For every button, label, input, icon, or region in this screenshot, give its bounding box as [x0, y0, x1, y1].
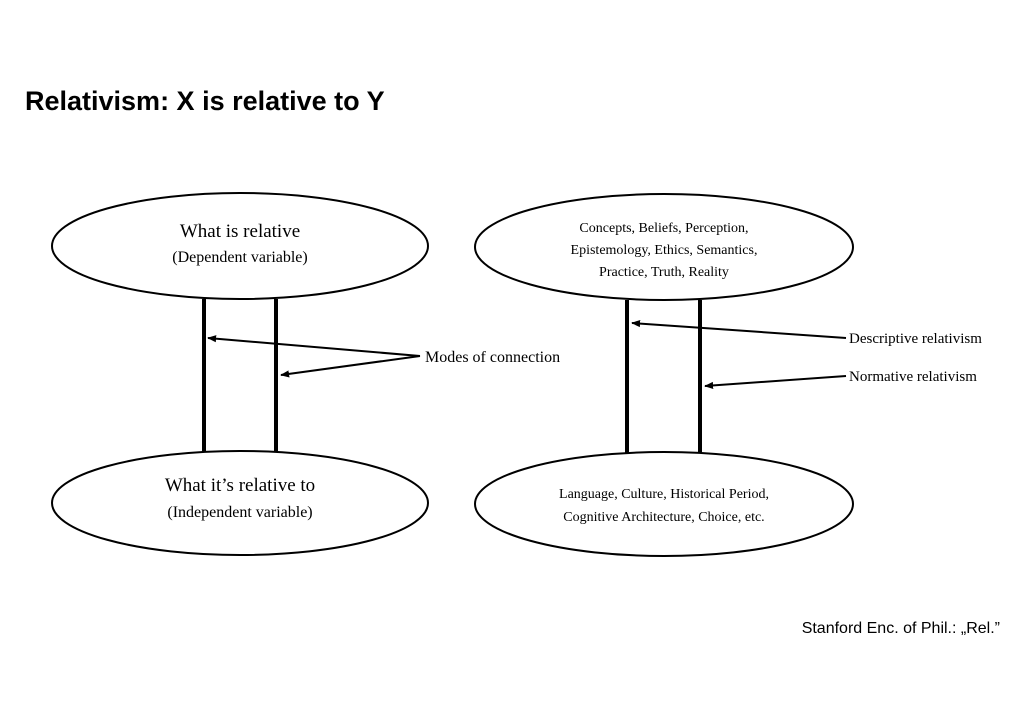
relata-line-1: Concepts, Beliefs, Perception,	[579, 221, 748, 236]
relata-ellipse	[474, 193, 854, 301]
dependent-variable-ellipse	[51, 192, 429, 300]
slide-title: Relativism: X is relative to Y	[25, 86, 385, 116]
connection-arrow-lower	[280, 355, 421, 378]
independent-variable-ellipse	[51, 450, 429, 556]
descriptive-relativism-label: Descriptive relativism	[849, 331, 982, 347]
modes-of-connection-label: Modes of connection	[425, 349, 560, 366]
normative-arrow	[704, 375, 847, 390]
independent-variable-subtitle: (Independent variable)	[167, 504, 312, 521]
relativizers-line-2: Cognitive Architecture, Choice, etc.	[563, 510, 764, 525]
connection-arrow-upper	[207, 335, 421, 357]
right-diagram: Concepts, Beliefs, Perception, Epistemol…	[474, 193, 982, 557]
dependent-variable-title: What is relative	[180, 221, 300, 242]
normative-relativism-label: Normative relativism	[849, 369, 977, 385]
relativizers-line-1: Language, Culture, Historical Period,	[559, 487, 769, 502]
relativizers-ellipse	[474, 451, 854, 557]
dependent-variable-subtitle: (Dependent variable)	[172, 249, 307, 266]
relata-line-3: Practice, Truth, Reality	[599, 265, 729, 280]
relata-line-2: Epistemology, Ethics, Semantics,	[571, 243, 758, 258]
citation: Stanford Enc. of Phil.: „Rel.”	[801, 620, 1000, 637]
descriptive-arrow	[631, 319, 847, 339]
left-diagram: What is relative (Dependent variable) Wh…	[51, 192, 560, 556]
independent-variable-title: What it’s relative to	[165, 475, 315, 496]
